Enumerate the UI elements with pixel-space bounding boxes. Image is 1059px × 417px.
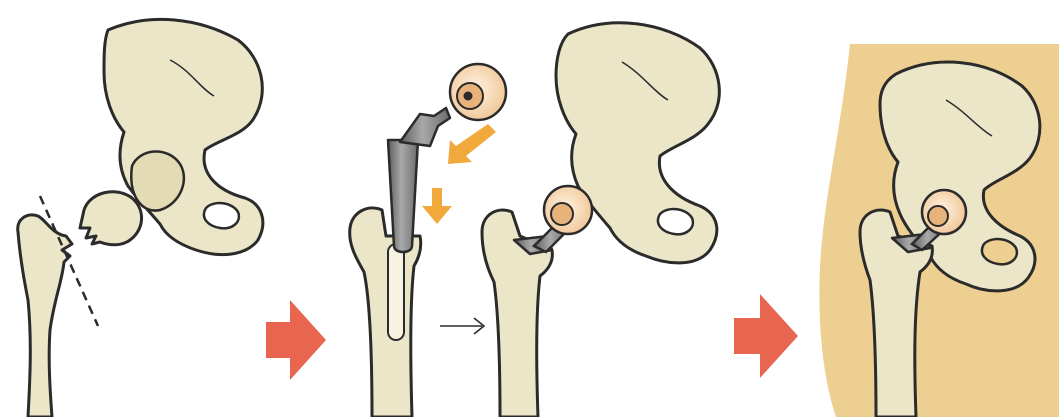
big-red-arrow-icon	[734, 294, 798, 378]
big-red-arrow-icon	[266, 300, 326, 380]
obturator-hole	[982, 239, 1017, 264]
orange-arrow-icon	[448, 124, 496, 164]
orange-arrow-icon	[422, 188, 452, 224]
thin-black-arrow-icon	[440, 318, 484, 334]
panel-assembled-implant	[482, 23, 719, 417]
stem-neck	[400, 108, 450, 146]
implant-head	[450, 64, 506, 120]
femoral-stem	[388, 140, 418, 252]
panel-implant-in-body	[819, 44, 1059, 417]
implant-head	[922, 190, 966, 234]
implant-head	[544, 186, 592, 234]
medullary-canal	[388, 244, 404, 340]
obturator-hole	[658, 209, 693, 234]
obturator-hole	[204, 203, 239, 228]
femoral-head-fragment	[80, 192, 142, 245]
femur-bone	[18, 215, 72, 417]
panel-fractured-hip	[18, 19, 263, 417]
